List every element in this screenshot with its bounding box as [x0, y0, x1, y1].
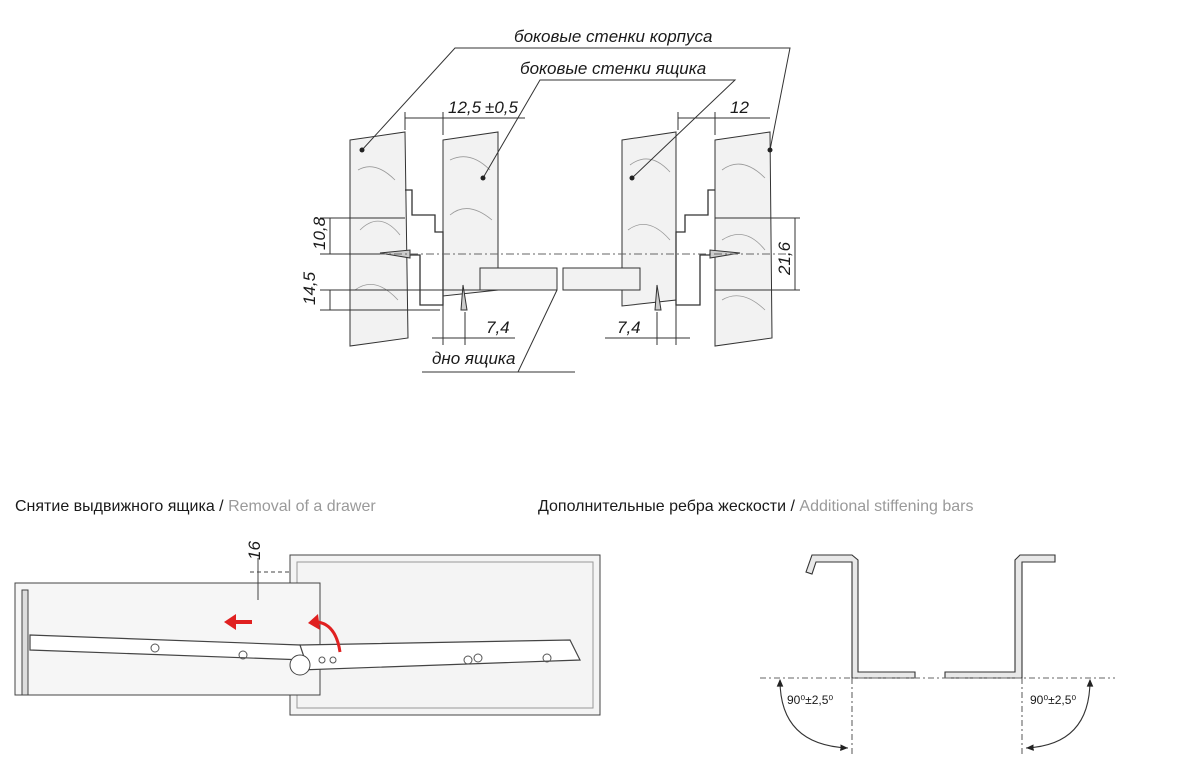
dim-gap-tolerance: ±0,5: [485, 98, 519, 117]
removal-caption-sep: /: [214, 498, 229, 515]
removal-caption: Снятие выдвижного ящика / Removal of a d…: [15, 498, 376, 516]
label-drawer-walls: боковые стенки ящика: [520, 59, 706, 78]
dim-10-8: 10,8: [310, 216, 329, 250]
removal-caption-ru: Снятие выдвижного ящика: [15, 498, 215, 515]
screw-bottom-right: [654, 284, 662, 311]
label-cabinet-walls: боковые стенки корпуса: [514, 27, 712, 46]
stiffening-caption-sep: /: [786, 498, 800, 515]
angle-label-right: 90⁰±2,5⁰: [1030, 693, 1076, 707]
stiffening-diagram: [760, 554, 1115, 755]
top-dimension-lines: [320, 47, 800, 373]
angle-label-left: 90⁰±2,5⁰: [787, 693, 833, 707]
stiffening-caption-ru: Дополнительные ребра жескости: [538, 498, 787, 515]
cabinet-wall-left: [349, 131, 409, 347]
runner-right: [675, 189, 715, 306]
dim-gap: 12,5: [448, 98, 482, 117]
drawer-bottom-left: [479, 267, 558, 291]
stiffening-caption-en: Additional stiffening bars: [799, 498, 974, 515]
removal-caption-en: Removal of a drawer: [228, 498, 376, 515]
wood-grain: [354, 156, 766, 311]
curved-arrow-icon: [317, 620, 342, 653]
dim-7-4-left: 7,4: [486, 318, 510, 337]
drawer-box: [14, 582, 321, 696]
cabinet-wall-right: [714, 131, 773, 347]
dim-21-6: 21,6: [775, 241, 794, 276]
arrow-left-icon: [224, 614, 252, 630]
stiffening-caption: Дополнительные ребра жескости / Addition…: [538, 498, 973, 516]
stiffening-bar-right: [944, 554, 1056, 679]
removal-diagram: [14, 554, 601, 716]
top-section-diagram: [330, 131, 790, 347]
runner-left: [405, 189, 444, 306]
red-arrows: [224, 614, 342, 653]
leader-dots: [359, 147, 773, 181]
drawer-bottom-right: [562, 267, 641, 291]
dim-16: 16: [245, 541, 264, 560]
screw-bottom-left: [460, 284, 468, 311]
dim-14-5: 14,5: [300, 271, 319, 305]
dim-7-4-right: 7,4: [617, 318, 641, 337]
label-drawer-bottom: дно ящика: [432, 349, 515, 368]
stiffening-bar-left: [805, 554, 916, 679]
dim-12: 12: [730, 98, 749, 117]
